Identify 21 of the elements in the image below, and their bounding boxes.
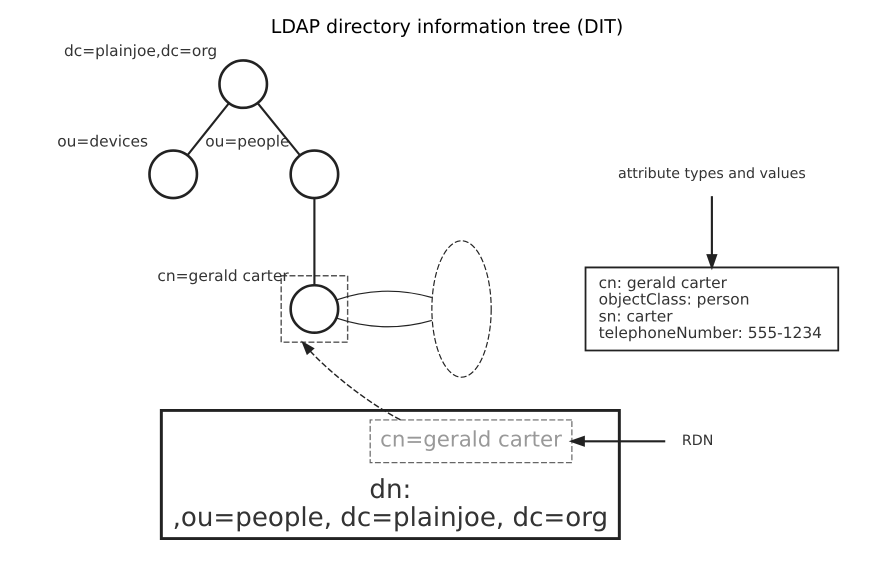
node-circle bbox=[288, 284, 339, 334]
node-circle bbox=[288, 149, 339, 200]
node-label: cn=gerald carter bbox=[156, 266, 288, 285]
node-circle bbox=[148, 149, 198, 200]
arrow bbox=[706, 196, 718, 270]
node-box: cn=gerald carter bbox=[369, 419, 572, 464]
node-label: ou=devices bbox=[56, 132, 148, 150]
node-circle bbox=[218, 59, 268, 110]
node-label: dc=plainjoe,dc=org bbox=[63, 42, 217, 60]
node-text: RDN bbox=[681, 432, 713, 449]
node-text: attribute types and values bbox=[618, 166, 806, 182]
node-ellipse bbox=[430, 240, 492, 378]
node-box: cn: gerald carter objectClass: person sn: carter telephoneNumber: 555-1234 bbox=[584, 266, 839, 352]
node-label: ou=people bbox=[204, 132, 290, 150]
connector bbox=[256, 102, 300, 156]
connector bbox=[336, 290, 432, 300]
connector bbox=[312, 198, 315, 285]
arrow bbox=[568, 436, 665, 447]
diagram-title: LDAP directory information tree (DIT) bbox=[270, 16, 623, 38]
connector bbox=[186, 102, 230, 156]
connector bbox=[336, 318, 432, 328]
